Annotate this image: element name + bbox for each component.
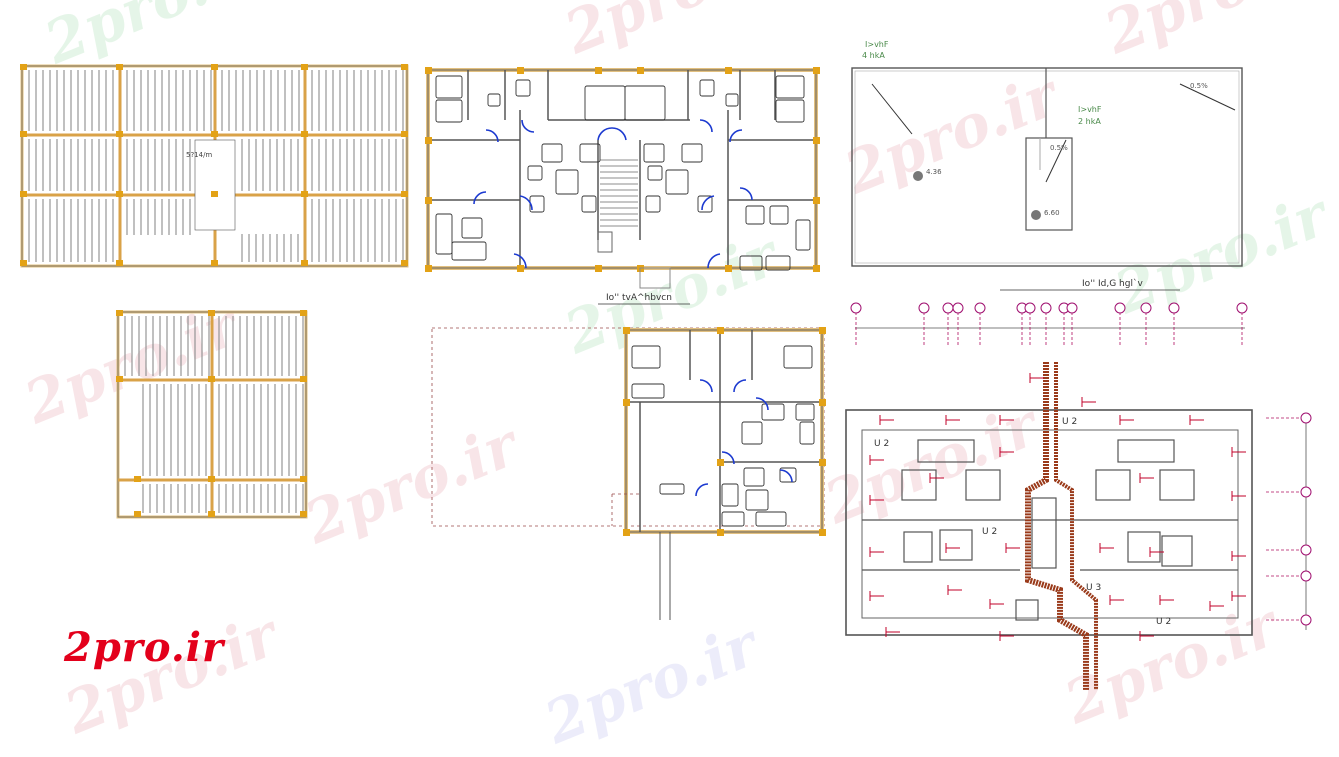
roof-plan [851, 67, 1243, 291]
footing-label: U 3 [1086, 583, 1101, 593]
site-logo: 2pro.ir [64, 624, 225, 671]
roof-label-mid-sub: 2 hkA [1078, 117, 1101, 126]
cad-drawings: Io'' tvA^hbvcn [20, 40, 1312, 690]
slope-label: 0.5% [1050, 144, 1068, 152]
roof-label-top: I>vhF [865, 40, 889, 49]
roof-label-mid: I>vhF [1078, 105, 1102, 114]
floor-plan-upper [425, 67, 820, 289]
joist-label: 5?14/m [186, 151, 212, 159]
footing-label: U 2 [1156, 617, 1171, 627]
roof-label-top-sub: 4 hkA [862, 51, 885, 60]
floor-plan-lower [431, 327, 826, 620]
joist-plan-lower [116, 310, 308, 519]
plan-title-roof: Io'' Id,G hgl`v [1082, 278, 1143, 289]
slope-label: 0.5% [1190, 82, 1208, 90]
footing-label: U 2 [1062, 417, 1077, 427]
level-marker: 4.36 [926, 168, 942, 176]
drawing-canvas: 2pro.ir 2pro.ir 2pro.ir 2pro.ir 2pro.ir … [15, 0, 1336, 757]
plan-title-upper: Io'' tvA^hbvcn [606, 293, 672, 303]
level-marker: 6.60 [1044, 209, 1060, 217]
footing-label: U 2 [982, 527, 997, 537]
foundation-plan [845, 302, 1312, 690]
footing-label: U 2 [874, 439, 889, 449]
joist-plan-upper [20, 64, 409, 268]
